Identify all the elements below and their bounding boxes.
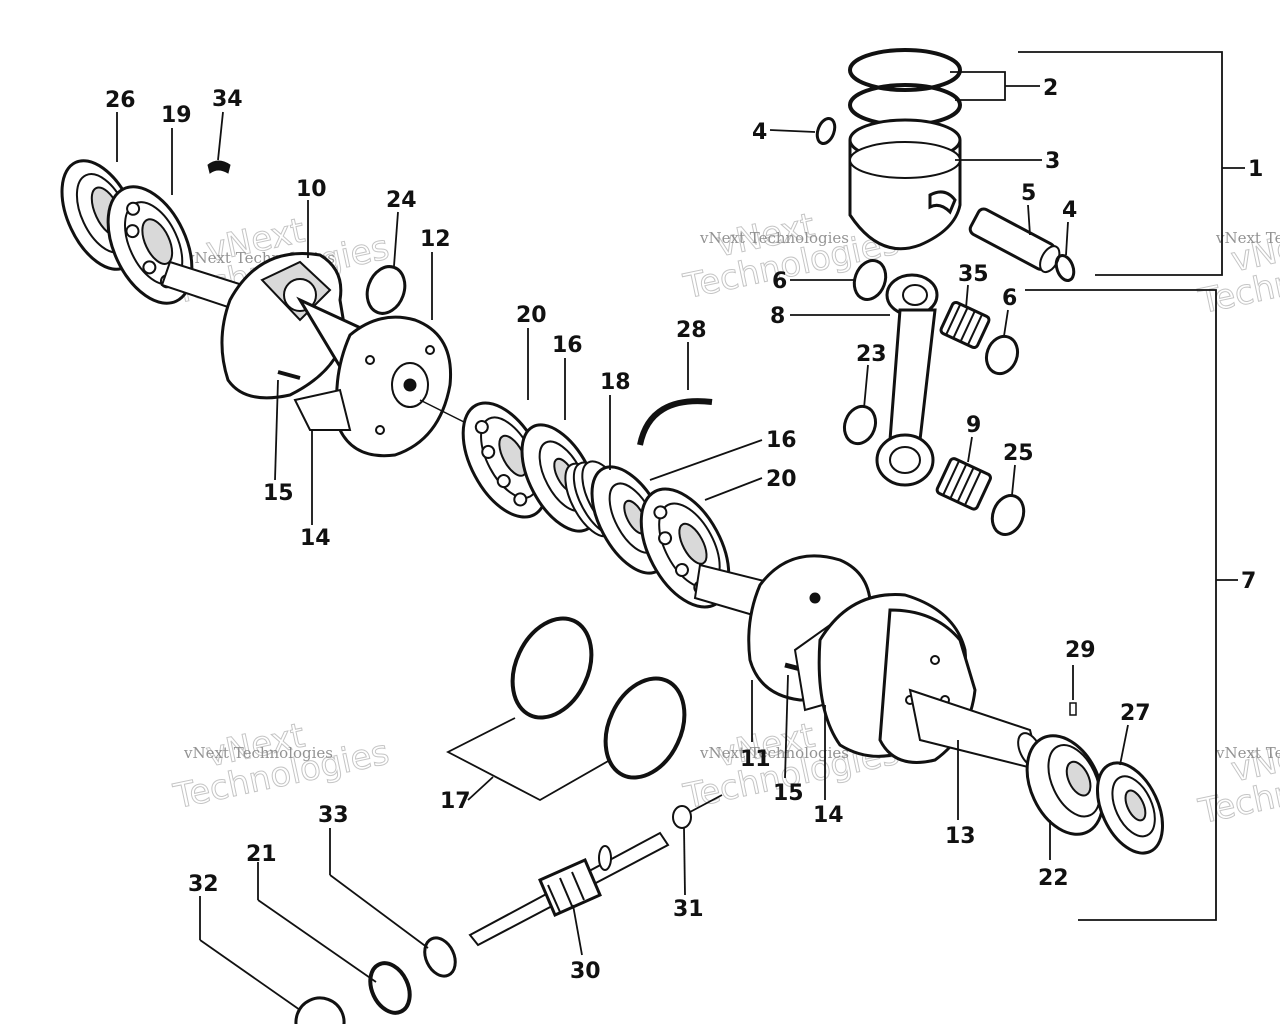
part-17-ring-b [603, 676, 687, 780]
callout-9: 9 [966, 413, 981, 438]
callout-32: 32 [188, 872, 219, 897]
callout-15-right: 15 [773, 781, 804, 806]
part-6-washer-mid [984, 334, 1020, 376]
callout-33: 33 [318, 803, 349, 828]
callout-6-top: 6 [772, 269, 787, 294]
watermark-small: vNext Technologies [183, 744, 333, 762]
part-21-circlip [368, 961, 412, 1015]
watermark-small: vNext Technologies [699, 229, 849, 247]
watermark-small: vNext Technologies [699, 744, 849, 762]
part-27-oil-seal [1096, 761, 1164, 855]
callout-2: 2 [1043, 76, 1058, 101]
part-24-shim [365, 265, 407, 315]
callout-14-right: 14 [813, 803, 844, 828]
part-2-piston-ring-top [848, 48, 962, 92]
callout-12: 12 [420, 227, 451, 252]
callout-11: 11 [740, 747, 771, 772]
callout-10: 10 [296, 177, 327, 202]
callout-22: 22 [1038, 866, 1069, 891]
callout-25: 25 [1003, 441, 1034, 466]
callout-27: 27 [1120, 701, 1151, 726]
callout-1: 1 [1248, 157, 1263, 182]
callout-29: 29 [1065, 638, 1096, 663]
watermark-small: vNext Technologies [1215, 744, 1280, 762]
part-17-ring-a [510, 616, 594, 720]
callout-20-right: 20 [766, 467, 797, 492]
callout-labels: 1 2 3 4 4 5 6 6 7 8 9 10 11 12 13 14 14 … [105, 76, 1263, 984]
callout-21: 21 [246, 842, 277, 867]
callout-19: 19 [161, 103, 192, 128]
callout-7: 7 [1241, 569, 1256, 594]
part-25-washer [990, 494, 1026, 536]
part-23-washer [842, 404, 878, 446]
part-4-circlip-right [1054, 253, 1076, 283]
callout-16-left: 16 [552, 333, 583, 358]
part-29-pin [1069, 702, 1077, 716]
part-5-piston-pin [968, 207, 1061, 274]
callout-6-mid: 6 [1002, 286, 1017, 311]
callout-35: 35 [958, 262, 989, 287]
callout-4-left: 4 [752, 120, 767, 145]
callout-34: 34 [212, 87, 243, 112]
part-6-washer-top [852, 259, 888, 301]
leader-lines [116, 51, 1245, 1011]
part-15-pin [277, 370, 301, 380]
callout-17: 17 [440, 789, 471, 814]
callout-28: 28 [676, 318, 707, 343]
part-9-needle-bearing [935, 457, 992, 511]
part-33-bearing [423, 936, 457, 978]
callout-26: 26 [105, 88, 136, 113]
callout-5: 5 [1021, 181, 1036, 206]
callout-15-left: 15 [263, 481, 294, 506]
callout-31: 31 [673, 897, 704, 922]
callout-23: 23 [856, 342, 887, 367]
callout-24: 24 [386, 188, 417, 213]
callout-3: 3 [1045, 149, 1060, 174]
callout-30: 30 [570, 959, 601, 984]
callout-14-left: 14 [300, 526, 331, 551]
part-4-circlip-left [815, 116, 837, 146]
callout-13: 13 [945, 824, 976, 849]
part-34-key [207, 160, 231, 174]
part-22-bearing [1025, 734, 1105, 836]
part-30-gear-shaft [468, 831, 670, 947]
part-31-washer [672, 805, 692, 829]
watermark-small: vNext Technologies [1215, 229, 1280, 247]
part-8-connecting-rod [875, 273, 939, 487]
part-12-flywheel-disc [335, 315, 453, 458]
callout-18: 18 [600, 370, 631, 395]
part-35-needle-bearing [939, 300, 991, 350]
part-14-washer [293, 388, 352, 431]
callout-20-left: 20 [516, 303, 547, 328]
callout-8: 8 [770, 304, 785, 329]
part-28-circlip [637, 398, 713, 446]
part-3-piston [848, 118, 962, 251]
callout-4-right: 4 [1062, 198, 1077, 223]
callout-16-right: 16 [766, 428, 797, 453]
part-32-seal [294, 996, 346, 1024]
